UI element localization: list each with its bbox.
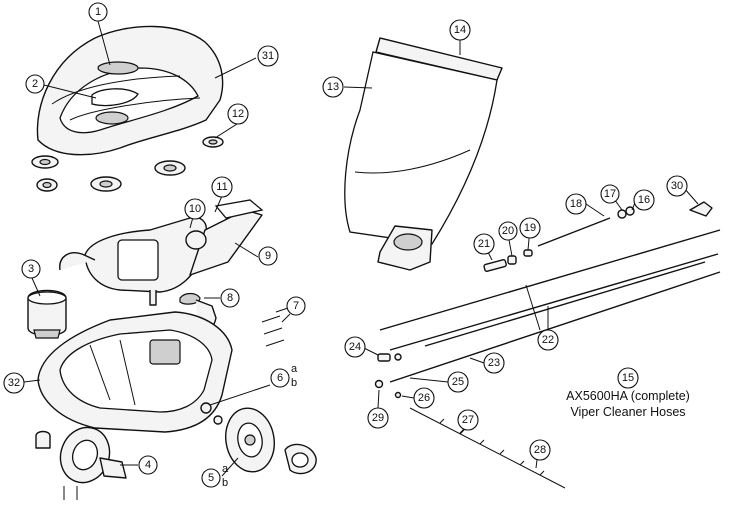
svg-text:27: 27	[462, 414, 474, 426]
debris-bag-part	[344, 37, 503, 271]
top-cover-part	[36, 25, 224, 156]
callout-32: 32	[3, 372, 25, 394]
callout-18: 18	[565, 193, 587, 215]
part5-sublabels: a b	[222, 463, 229, 489]
callout-31: 31	[257, 45, 279, 67]
svg-text:22: 22	[542, 334, 554, 346]
callout-23: 23	[483, 352, 505, 374]
part6-sublabel-a: a	[291, 363, 298, 375]
callout-21: 21	[473, 233, 495, 255]
callout-9: 9	[258, 246, 278, 266]
callout-1: 1	[88, 2, 108, 22]
svg-text:16: 16	[638, 194, 650, 206]
svg-text:30: 30	[671, 180, 683, 192]
svg-text:2: 2	[32, 78, 38, 90]
callout-16: 16	[633, 189, 655, 211]
callout-22: 22	[537, 329, 559, 351]
svg-text:32: 32	[8, 377, 20, 389]
callout-8: 8	[220, 288, 240, 308]
svg-text:31: 31	[262, 50, 274, 62]
callout-25: 25	[447, 371, 469, 393]
callout-28: 28	[529, 439, 551, 461]
svg-text:1: 1	[95, 6, 101, 18]
callout-12: 12	[227, 103, 249, 125]
motor-part	[27, 289, 67, 339]
svg-text:12: 12	[232, 108, 244, 120]
svg-text:23: 23	[488, 357, 500, 369]
svg-text:5: 5	[208, 472, 214, 484]
caption-line-2: Viper Cleaner Hoses	[570, 405, 685, 419]
callout-29: 29	[367, 407, 389, 429]
cover-feet-part	[31, 136, 224, 192]
callout-5: 5	[201, 468, 221, 488]
part6-sublabels: a b	[291, 363, 298, 389]
svg-text:4: 4	[145, 459, 151, 471]
svg-text:10: 10	[189, 203, 201, 215]
callout-27: 27	[457, 409, 479, 431]
svg-text:9: 9	[265, 250, 271, 262]
callout-17: 17	[600, 184, 620, 204]
callout-10: 10	[184, 198, 206, 220]
leader-lines	[23, 20, 699, 477]
svg-text:11: 11	[216, 181, 227, 193]
main-wheel-part	[225, 407, 317, 475]
svg-text:24: 24	[349, 341, 361, 353]
callout-13: 13	[322, 76, 344, 98]
svg-text:14: 14	[454, 24, 466, 36]
svg-text:18: 18	[570, 198, 582, 210]
callout-4: 4	[138, 455, 158, 475]
svg-text:26: 26	[418, 392, 430, 404]
svg-text:28: 28	[534, 444, 546, 456]
part5-sublabel-a: a	[222, 463, 229, 475]
svg-text:21: 21	[478, 238, 490, 250]
pump-assembly-part	[59, 199, 264, 333]
callout-6: 6	[270, 368, 290, 388]
svg-text:6: 6	[277, 372, 283, 384]
svg-text:8: 8	[227, 292, 233, 304]
callout-26: 26	[413, 387, 435, 409]
callout-7: 7	[286, 296, 306, 316]
part6-sublabel-b: b	[291, 377, 297, 389]
svg-text:7: 7	[293, 300, 299, 312]
caption-line-1: AX5600HA (complete)	[566, 389, 690, 403]
part5-sublabel-b: b	[222, 477, 228, 489]
svg-text:20: 20	[502, 225, 514, 237]
callout-3: 3	[21, 259, 41, 279]
base-chassis-part	[37, 311, 233, 433]
svg-text:13: 13	[327, 81, 339, 93]
svg-text:15: 15	[622, 372, 634, 384]
callout-11: 11	[211, 176, 233, 198]
side-wheel-part	[35, 426, 127, 500]
hoses-part	[379, 217, 721, 489]
svg-text:29: 29	[372, 412, 384, 424]
callout-14: 14	[449, 19, 471, 41]
svg-text:25: 25	[452, 376, 464, 388]
callout-2: 2	[25, 74, 45, 94]
svg-text:17: 17	[604, 188, 616, 200]
axle-part	[200, 402, 223, 425]
callout-30: 30	[666, 175, 688, 197]
callout-19: 19	[519, 217, 541, 239]
callout-20: 20	[498, 221, 518, 241]
svg-text:3: 3	[28, 263, 34, 275]
svg-text:19: 19	[524, 222, 536, 234]
callout-24: 24	[344, 336, 366, 358]
callout-15: 15	[617, 367, 639, 389]
